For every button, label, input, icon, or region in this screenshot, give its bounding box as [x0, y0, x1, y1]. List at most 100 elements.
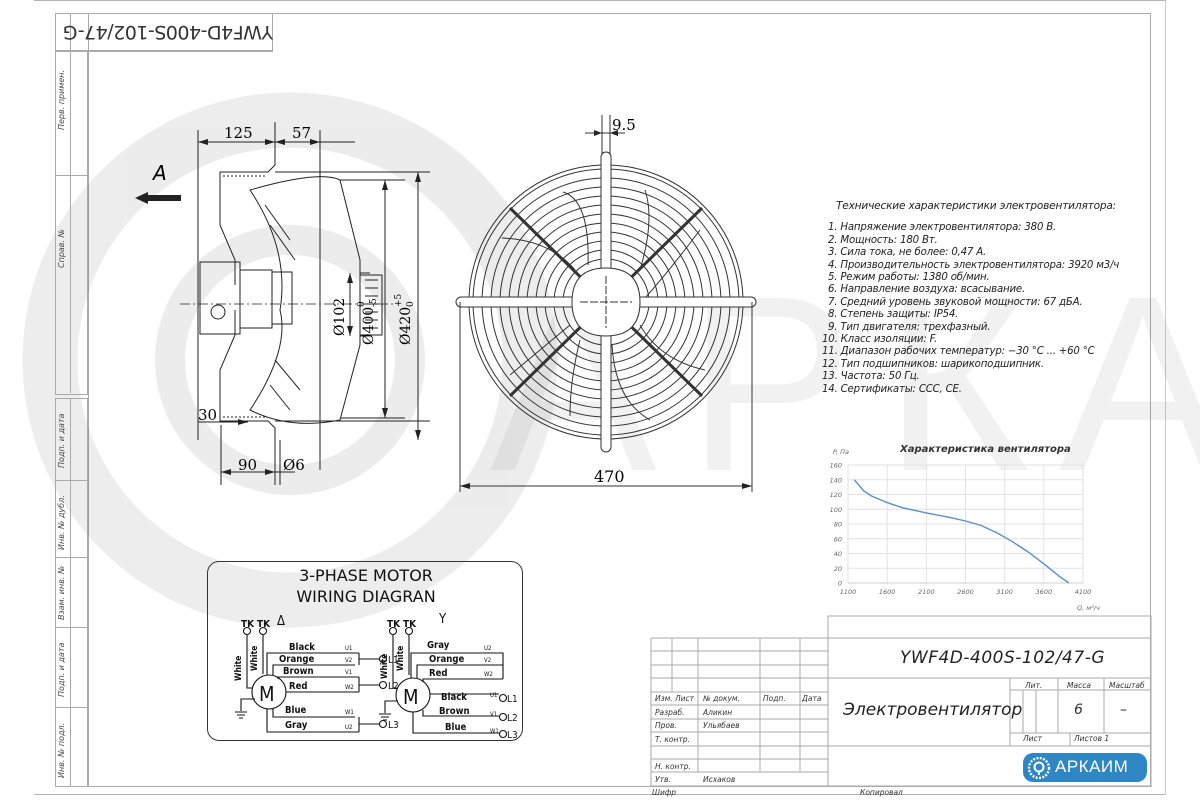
chart-ytick-label: 40 — [834, 550, 842, 558]
dim-9-5: 9.5 — [612, 116, 636, 134]
star-wire-label: Blue — [445, 722, 467, 733]
tech-specs: Технические характеристики электровентил… — [822, 200, 1119, 396]
side-stamp-label: Взам. инв. № — [57, 565, 66, 620]
watermark-logo-ring — [22, 92, 558, 628]
dim-dia-400-tol-lower: -5 — [369, 298, 379, 307]
delta-terminal: W2 — [345, 684, 354, 691]
delta-terminal: V2 — [345, 657, 352, 664]
chart-xtick-label: 2100 — [918, 588, 935, 596]
delta-wire-label: Blue — [285, 705, 307, 716]
company-logo: АРКАИМ — [1023, 753, 1147, 782]
delta-line-L3: L3 — [388, 720, 399, 731]
mass-label: Масса — [1067, 681, 1091, 690]
model-code-inverted: YWF4D-400S-102/47-G — [63, 21, 273, 43]
chart-xtick-label: 1100 — [840, 588, 857, 596]
tech-specs-title: Технические характеристики электровентил… — [836, 200, 1117, 212]
star-line-L2: L2 — [507, 713, 518, 724]
side-divider — [55, 557, 88, 558]
delta-wire-label: Orange — [279, 654, 314, 665]
tb-role: Утв. — [655, 775, 671, 784]
delta-terminal: U2 — [345, 724, 352, 731]
tb-header: Дата — [802, 694, 822, 703]
tb-copied-label: Копировал — [860, 788, 903, 797]
delta-white2-label: White — [250, 646, 260, 671]
chart-xtick-label: 3100 — [996, 588, 1013, 596]
tb-header: Лист — [675, 694, 695, 703]
star-tk2-label: TK — [403, 619, 417, 630]
delta-wire-label: Black — [289, 642, 315, 653]
scale-label: Масштаб — [1109, 681, 1145, 690]
tb-header: Изм. — [655, 694, 673, 703]
dim-dia-400-tol-upper: 0 — [357, 301, 367, 307]
spec-item: 8. Степень защиты: IP54. — [828, 309, 959, 321]
tb-name: Ульябаев — [703, 721, 740, 730]
drawing-frame — [88, 13, 1151, 787]
chart-xlabel: Q, м³/ч — [1077, 604, 1100, 612]
chart-ytick-label: 160 — [830, 462, 842, 470]
dim-dia-420-tol-lower: 0 — [406, 301, 416, 307]
delta-wire-label: Red — [289, 681, 308, 692]
spec-item: 3. Сила тока, не более: 0,47 А. — [828, 247, 987, 259]
company-name: АРКАИМ — [1055, 757, 1129, 776]
tb-role: Пров. — [655, 721, 677, 730]
star-white2-label: White — [396, 646, 406, 671]
star-symbol: Y — [438, 612, 447, 627]
star-wire-label: Gray — [427, 640, 450, 651]
dim-dia-400: Ø400 — [361, 307, 377, 345]
dim-30: 30 — [198, 406, 217, 424]
chart-series-line — [853, 479, 1070, 584]
spec-item: 10. Класс изоляции: F. — [822, 334, 938, 346]
wiring-diagram: 3-PHASE MOTOR WIRING DIAGRAN — [207, 561, 523, 741]
tb-header: Подп. — [763, 694, 786, 703]
direction-label: A — [151, 161, 167, 185]
delta-tk1-label: TK — [241, 619, 255, 630]
star-tk1-label: TK — [387, 619, 401, 630]
fan-curve-chart: Характеристика вентилятора P, Па Q, м³/ч… — [830, 444, 1100, 612]
spec-item: 2. Мощность: 180 Вт. — [828, 234, 938, 246]
tb-name: Исхаков — [703, 775, 736, 784]
star-line-L1: L1 — [507, 694, 518, 705]
chart-ytick-label: 100 — [830, 506, 842, 514]
chart-xtick-label: 2600 — [957, 588, 974, 596]
spec-item: 1. Напряжение электровентилятора: 380 В. — [828, 222, 1057, 234]
star-terminal: V1 — [490, 711, 497, 718]
spec-item: 11. Диапазон рабочих температур: −30 °С … — [822, 346, 1095, 358]
tb-role: Т. контр. — [655, 735, 690, 744]
sheet-label: Лист — [1023, 734, 1043, 743]
star-wire-label: Brown — [439, 706, 470, 717]
chart-title: Характеристика вентилятора — [899, 444, 1071, 455]
side-divider — [55, 480, 88, 481]
spec-item: 14. Сертификаты: CCC, CE. — [822, 383, 962, 395]
dim-90: 90 — [238, 456, 257, 474]
star-white1-label: White — [380, 654, 390, 679]
star-wire-label: Red — [429, 668, 448, 679]
spec-item: 12. Тип подшипников: шарикоподшипник. — [822, 358, 1044, 370]
delta-white1-label: White — [234, 656, 244, 681]
chart-ytick-label: 60 — [834, 535, 842, 543]
sheets-label: Листов 1 — [1074, 734, 1110, 743]
delta-terminal: W1 — [345, 709, 354, 716]
side-stamp-label: Инв. № подл. — [57, 722, 66, 778]
spec-item: 6. Направление воздуха: всасывание. — [828, 284, 1025, 296]
lit-label: Лит. — [1025, 681, 1043, 690]
star-wire-label: Black — [441, 692, 467, 703]
tb-cipher-label: Шифр — [652, 788, 677, 797]
spec-item: 13. Частота: 50 Гц. — [822, 371, 920, 383]
strip-divider — [70, 398, 71, 787]
dim-57: 57 — [292, 124, 311, 142]
spec-item: 9. Тип двигателя: трехфазный. — [828, 321, 991, 333]
tb-name: Аликин — [703, 708, 733, 717]
spec-item: 4. Производительность электровентилятора… — [828, 259, 1120, 271]
delta-symbol: Δ — [277, 614, 285, 629]
dim-dia-420: Ø420 — [398, 307, 414, 345]
chart-ylabel: P, Па — [833, 448, 849, 456]
chart-ytick-label: 0 — [838, 580, 842, 588]
chart-ytick-label: 120 — [830, 491, 842, 499]
dim-dia-102: Ø102 — [332, 298, 348, 336]
star-terminal: U1 — [490, 692, 497, 699]
side-stamp-upper — [55, 51, 88, 395]
stamp-line — [88, 51, 273, 52]
dim-06: Ø6 — [283, 456, 305, 474]
star-wire-label: Orange — [429, 654, 464, 665]
delta-wire-label: Brown — [283, 666, 314, 677]
